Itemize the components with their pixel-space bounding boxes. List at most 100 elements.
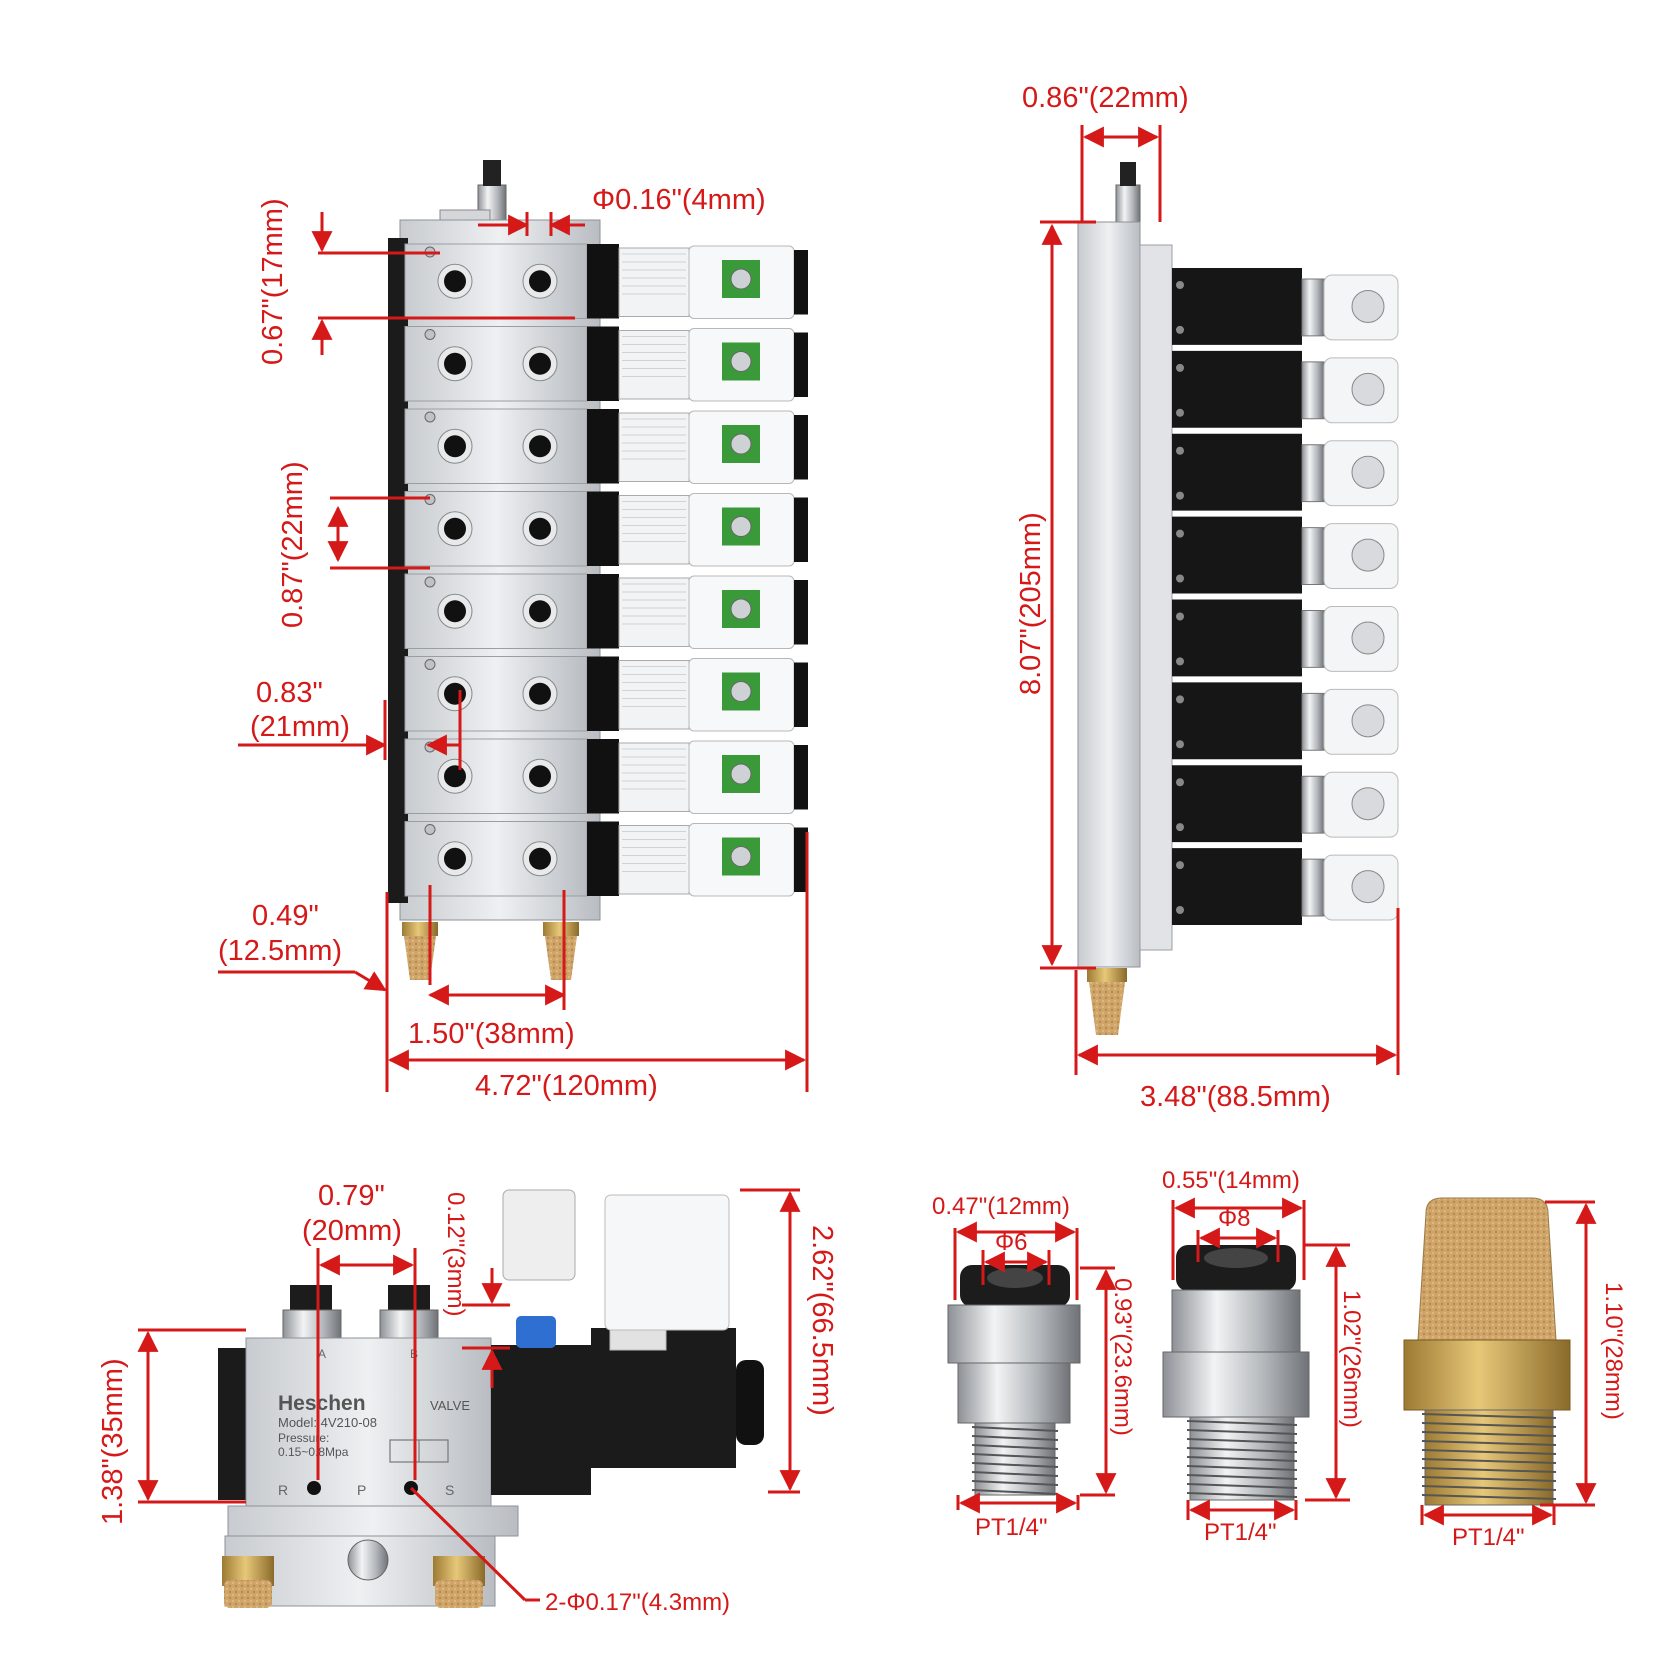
front-connector-cap	[618, 247, 690, 317]
side-nut	[1301, 278, 1325, 337]
side-coil	[1172, 682, 1302, 760]
side-screw-top	[1176, 281, 1184, 289]
front-base-edge	[388, 238, 408, 903]
front-coil-edge	[794, 497, 808, 562]
side-valve	[1172, 599, 1399, 677]
side-screw-bottom	[1176, 408, 1184, 417]
muffler-thread	[1421, 1409, 1557, 1506]
thread-ridge	[971, 1444, 1059, 1450]
valve-top-fitting-a	[282, 1285, 342, 1339]
thread-ridge	[1186, 1465, 1298, 1471]
dim-edge-offset-2: (12.5mm)	[218, 935, 342, 967]
front-solenoid-black	[587, 821, 619, 896]
muffler-height: 1.10"(28mm)	[1600, 1282, 1627, 1420]
thread-ridge	[1186, 1447, 1298, 1453]
muffler-hex	[1403, 1339, 1571, 1411]
side-screw-bottom	[1176, 823, 1184, 832]
side-screw-bottom	[1176, 325, 1184, 334]
valve-pressure-value: 0.15~0.8Mpa	[278, 1445, 349, 1459]
valve-muffler-right	[433, 1556, 485, 1608]
front-connector-cap	[618, 742, 690, 812]
front-valve	[404, 821, 808, 897]
side-nut	[1301, 775, 1325, 834]
thread-ridge	[971, 1426, 1059, 1432]
side-inlet-fitting	[1115, 162, 1141, 224]
front-pcb-screw	[730, 433, 752, 455]
side-screw-bottom	[1176, 491, 1184, 500]
fitting-6-tube: Φ6	[995, 1229, 1028, 1256]
front-port-left-hole	[444, 352, 466, 375]
thread-ridge	[1186, 1438, 1298, 1444]
fitting-6-hex	[957, 1362, 1071, 1424]
front-solenoid-black	[587, 491, 619, 566]
fitting-8-body	[1171, 1289, 1301, 1353]
thread-ridge	[1186, 1456, 1298, 1462]
fitting-8-height: 1.02"(26mm)	[1338, 1290, 1365, 1428]
front-inlet-fitting	[439, 160, 507, 229]
port-label-r: R	[278, 1482, 288, 1498]
front-port-left-hole	[444, 600, 466, 623]
valve-model: Model: 4V210-08	[278, 1415, 377, 1430]
front-dimension-lines	[218, 212, 809, 1092]
front-solenoid-black	[587, 574, 619, 649]
mount-hole-1	[307, 1481, 321, 1495]
muffler-thread-label: PT1/4"	[1452, 1524, 1525, 1551]
front-valve	[404, 573, 808, 649]
front-screw	[424, 824, 436, 835]
side-connector-screw	[1351, 787, 1385, 821]
front-coil-edge	[794, 580, 808, 645]
side-valve-stack	[1172, 268, 1399, 925]
dim-overall-width: 4.72"(120mm)	[475, 1070, 658, 1102]
dim-edge-offset-1: 0.49"	[252, 900, 319, 932]
front-solenoid-black	[587, 326, 619, 401]
side-screw-top	[1176, 446, 1184, 455]
port-label-s: S	[445, 1482, 454, 1498]
side-coil	[1172, 350, 1302, 428]
front-screw	[424, 411, 436, 423]
side-screw-bottom	[1176, 657, 1184, 666]
front-view: Φ0.16"(4mm) 0.67"(17mm) 0.87"(22mm) 0.83…	[218, 160, 809, 1102]
front-valve	[404, 243, 808, 319]
front-solenoid-black	[587, 739, 619, 814]
side-connector-screw	[1351, 870, 1385, 904]
side-screw-top	[1176, 363, 1184, 372]
side-nut	[1301, 692, 1325, 751]
thread-ridge	[1421, 1440, 1557, 1446]
dim-port-offset-2: (21mm)	[250, 711, 350, 743]
front-coil-edge	[794, 827, 808, 892]
dim-inlet-diameter: Φ0.16"(4mm)	[592, 184, 766, 216]
front-port-left-hole	[444, 847, 466, 870]
front-port-left-hole	[444, 765, 466, 788]
valve-connector	[502, 1189, 730, 1351]
fitting-6-height: 0.93"(23.6mm)	[1109, 1278, 1136, 1436]
front-pcb-screw	[730, 763, 752, 785]
thread-ridge	[1186, 1429, 1298, 1435]
side-valve	[1172, 765, 1399, 843]
thread-ridge	[1186, 1420, 1298, 1426]
thread-ridge	[971, 1435, 1059, 1441]
valve-end-cap	[218, 1348, 246, 1500]
front-connector-cap	[618, 412, 690, 482]
front-pcb-screw	[730, 516, 752, 537]
front-port-left-hole	[444, 435, 466, 458]
front-pcb-screw	[730, 351, 752, 372]
muffler-sintered-element	[1417, 1197, 1557, 1341]
front-valve	[404, 408, 808, 484]
fitting-8-width: 0.55"(14mm)	[1162, 1167, 1300, 1194]
dim-station-height: 0.67"(17mm)	[257, 198, 289, 365]
side-rail-flange	[1139, 244, 1173, 951]
front-pcb-screw	[730, 598, 752, 620]
front-solenoid-black	[587, 244, 619, 319]
side-coil	[1172, 433, 1302, 511]
front-port-left-hole	[444, 270, 466, 293]
dim-body-height: 1.38"(35mm)	[97, 1358, 129, 1525]
front-port-right-hole	[529, 352, 551, 375]
fitting-8-thread	[1186, 1416, 1298, 1501]
valve-body	[245, 1337, 492, 1507]
front-coil-edge	[794, 662, 808, 727]
front-port-right-hole	[529, 765, 551, 788]
thread-ridge	[971, 1462, 1059, 1468]
thread-ridge	[1186, 1492, 1298, 1498]
dim-overall-depth: 3.48"(88.5mm)	[1140, 1081, 1331, 1113]
